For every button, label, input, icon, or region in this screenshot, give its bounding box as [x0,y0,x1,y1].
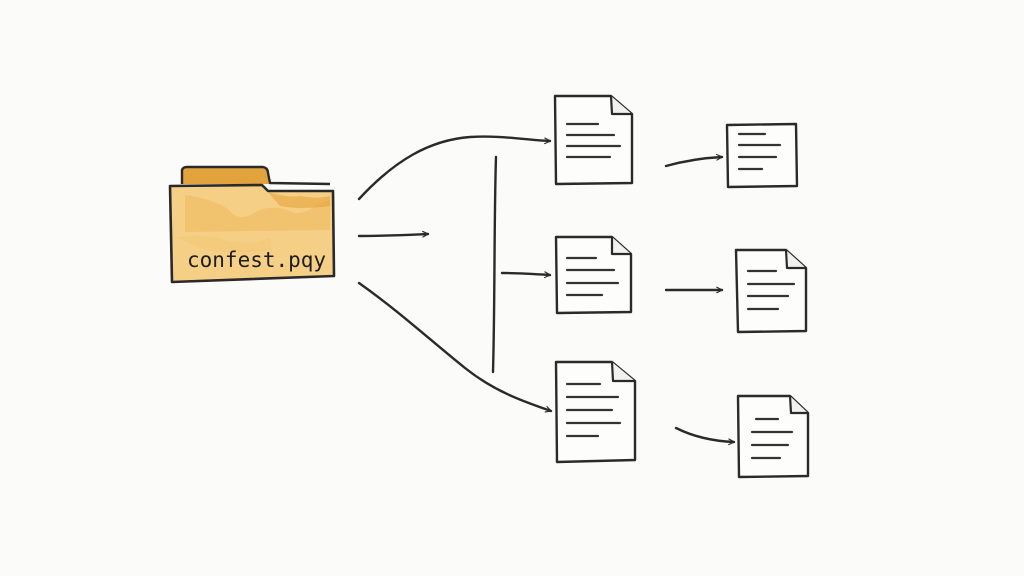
connector-folder-to-splitter [357,230,430,238]
document-icon [554,360,637,464]
document-icon [734,248,808,334]
document-icon [736,394,810,479]
connector-bottom-middle-to-right [674,426,736,446]
folder-body [168,183,336,284]
folder-label: confest.pqy [187,248,326,272]
connector-splitter-to-middle [500,271,552,279]
document-icon [553,94,634,186]
document-icon [554,235,633,315]
folder-icon: confest.pqy [168,165,336,284]
connector-folder-to-top [357,135,552,201]
connector-top-middle-to-right [664,153,724,168]
connector-folder-to-bottom [357,281,553,413]
folder-tab [180,165,331,186]
document-icon [725,122,799,189]
splitter-line [491,155,498,374]
